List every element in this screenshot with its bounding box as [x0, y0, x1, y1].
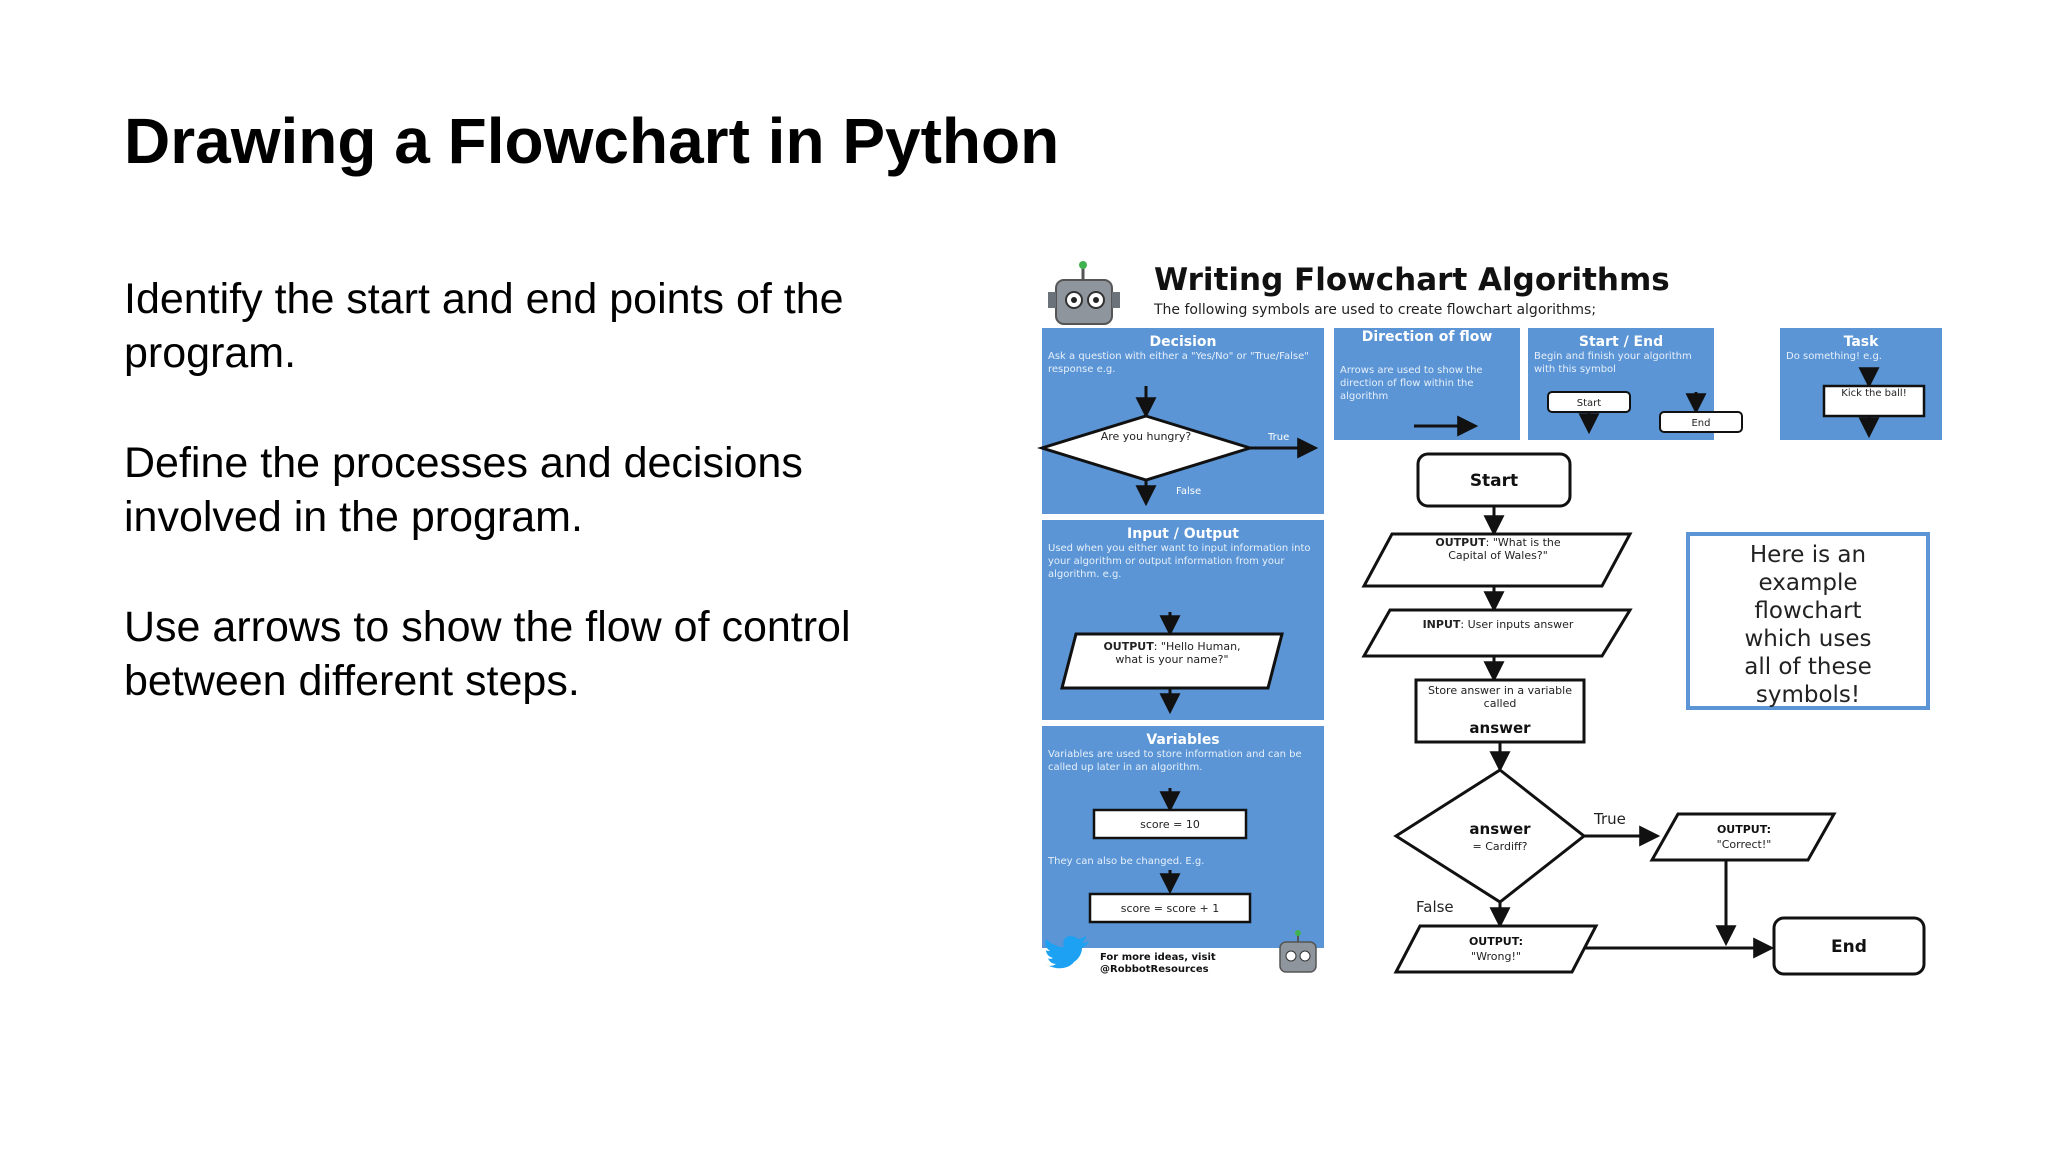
- example-wrong-bold: OUTPUT:: [1469, 935, 1523, 948]
- bullet-processes: Define the processes and decisions invol…: [124, 439, 803, 541]
- example-correct-bold: OUTPUT:: [1717, 823, 1771, 836]
- direction-heading: Direction of flow: [1361, 330, 1493, 345]
- decision-true-label: True: [1267, 432, 1289, 443]
- infographic-subtitle: The following symbols are used to create…: [1153, 302, 1596, 318]
- variables-between-text: They can also be changed. E.g.: [1047, 856, 1204, 867]
- example-input-bold: INPUT: [1422, 618, 1461, 631]
- direction-panel: [1334, 328, 1520, 440]
- bullet-start-end: Identify the start and end points of the…: [124, 275, 844, 377]
- bullet-arrows: Use arrows to show the flow of control b…: [124, 603, 851, 705]
- example-wrong-text: "Wrong!": [1471, 950, 1521, 963]
- example-wrong-node: [1393, 924, 1599, 974]
- robot-mascot-icon: [1048, 261, 1120, 325]
- example-correct-text: "Correct!": [1717, 838, 1772, 851]
- variable-box-1: [1092, 808, 1248, 840]
- example-output-question-node: [1361, 532, 1633, 588]
- decision-panel: [1042, 328, 1324, 514]
- io-shape-text: : "Hello Human, what is your name?": [1115, 640, 1241, 666]
- robot-mascot-small-icon: [1279, 930, 1317, 973]
- callout-box: [1686, 532, 1930, 710]
- example-false-label: False: [1416, 898, 1454, 916]
- footer-line1: For more ideas, visit: [1100, 952, 1216, 963]
- footer-line2: @RobbotResources: [1100, 964, 1209, 975]
- callout-line-6: symbols!: [1756, 682, 1860, 708]
- example-true-label: True: [1593, 810, 1626, 828]
- slide-title: Drawing a Flowchart in Python: [124, 105, 1060, 177]
- infographic-title: Writing Flowchart Algorithms: [1154, 262, 1670, 298]
- example-store-text: Store answer in a variable called: [1428, 684, 1572, 710]
- example-decision-var: answer: [1469, 820, 1531, 838]
- decision-desc: Ask a question with either a "Yes/No" or…: [1048, 351, 1309, 375]
- example-input-node: [1361, 608, 1633, 658]
- callout-line-4: which uses: [1744, 626, 1871, 652]
- task-desc: Do something! e.g.: [1786, 351, 1882, 362]
- decision-false-label: False: [1176, 486, 1201, 497]
- callout-line-5: all of these: [1744, 654, 1872, 680]
- callout-line-2: example: [1759, 570, 1858, 596]
- variable-box-1-text: score = 10: [1140, 818, 1200, 831]
- task-heading: Task: [1844, 334, 1880, 350]
- example-correct-node: [1649, 812, 1837, 862]
- callout-line-1: Here is an: [1750, 542, 1866, 568]
- variables-desc: Variables are used to store information …: [1048, 749, 1302, 773]
- start-end-desc: Begin and finish your algorithm with thi…: [1534, 351, 1692, 375]
- example-store-node: [1414, 678, 1586, 744]
- variables-heading: Variables: [1146, 732, 1219, 748]
- bullet-list: Identify the start and end points of the…: [124, 272, 924, 764]
- example-store-var: answer: [1469, 719, 1531, 737]
- start-end-heading: Start / End: [1579, 334, 1663, 350]
- end-symbol: [1659, 411, 1743, 433]
- start-symbol-text: Start: [1577, 398, 1602, 409]
- callout-line-3: flowchart: [1754, 598, 1861, 624]
- decision-shape-text: Are you hungry?: [1100, 430, 1192, 443]
- example-output1-text: : "What is the Capital of Wales?": [1448, 536, 1561, 562]
- input-output-heading: Input / Output: [1127, 526, 1239, 542]
- example-start-text: Start: [1470, 471, 1518, 491]
- output-parallelogram-shape: [1060, 632, 1284, 690]
- variable-box-2: [1088, 892, 1252, 924]
- flowchart-infographic: Writing Flowchart Algorithms The followi…: [1034, 258, 1954, 988]
- task-box-text: Kick the ball!: [1841, 388, 1907, 399]
- end-symbol-text: End: [1691, 418, 1710, 429]
- direction-desc: Arrows are used to show the direction of…: [1340, 365, 1483, 402]
- example-input-text: : User inputs answer: [1460, 618, 1574, 631]
- input-output-desc: Used when you either want to input infor…: [1048, 543, 1311, 580]
- decision-heading: Decision: [1150, 334, 1217, 350]
- task-box: [1822, 384, 1926, 418]
- example-end-text: End: [1831, 937, 1867, 957]
- example-end-node: [1772, 916, 1926, 976]
- twitter-bird-icon: [1045, 936, 1089, 969]
- example-decision-text: = Cardiff?: [1473, 840, 1528, 853]
- example-output1-bold: OUTPUT: [1435, 536, 1486, 549]
- variable-box-2-text: score = score + 1: [1121, 902, 1220, 915]
- io-shape-bold: OUTPUT: [1103, 640, 1154, 653]
